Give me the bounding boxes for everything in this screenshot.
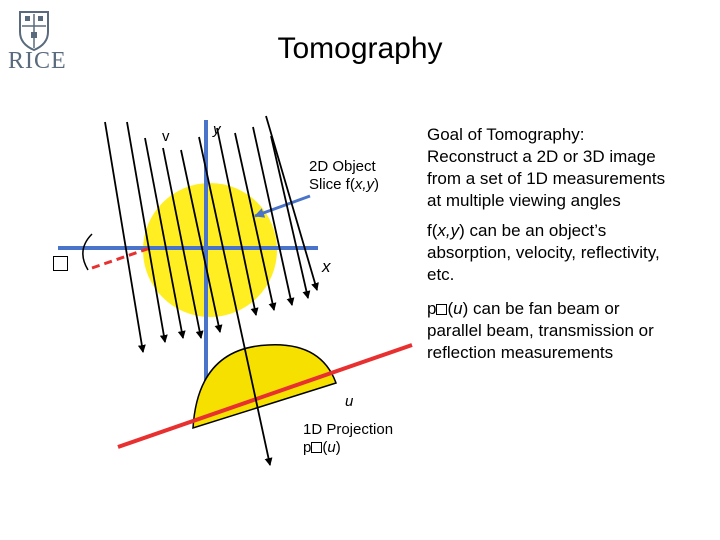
ray <box>162 147 204 339</box>
goal-paragraph: Goal of Tomography: Reconstruct a 2D or … <box>427 125 666 210</box>
ray <box>144 137 186 339</box>
ray <box>126 121 168 343</box>
ray <box>234 132 277 311</box>
object-pointer-arrow <box>254 194 311 218</box>
slide-title: Tomography <box>277 32 443 65</box>
projection-label: 1D Projection p(u) <box>303 421 394 456</box>
ray <box>104 121 146 353</box>
projection-paragraph: p(u) can be fan beam or parallel beam, t… <box>427 299 654 362</box>
ray-lines <box>104 115 319 466</box>
ray <box>216 127 259 316</box>
detector-line <box>117 343 413 449</box>
y-axis-label: y <box>213 121 221 138</box>
ray <box>252 126 295 306</box>
angle-arc <box>82 233 93 271</box>
angle-theta-icon <box>53 256 68 274</box>
rice-shield-icon <box>19 11 49 52</box>
object-function-paragraph: f(x,y) can be an object’s absorption, ve… <box>427 221 660 284</box>
ray <box>198 136 273 466</box>
x-axis-label: x <box>322 257 331 276</box>
ray <box>270 135 311 299</box>
ray <box>180 149 223 333</box>
angle-dashed-line <box>91 246 151 270</box>
logo-text: RICE <box>8 48 67 74</box>
v-label: v <box>162 128 170 145</box>
ray <box>265 115 319 291</box>
u-axis-label: u <box>345 393 354 410</box>
object-label: 2D Object Slice f(x,y) <box>309 158 380 193</box>
